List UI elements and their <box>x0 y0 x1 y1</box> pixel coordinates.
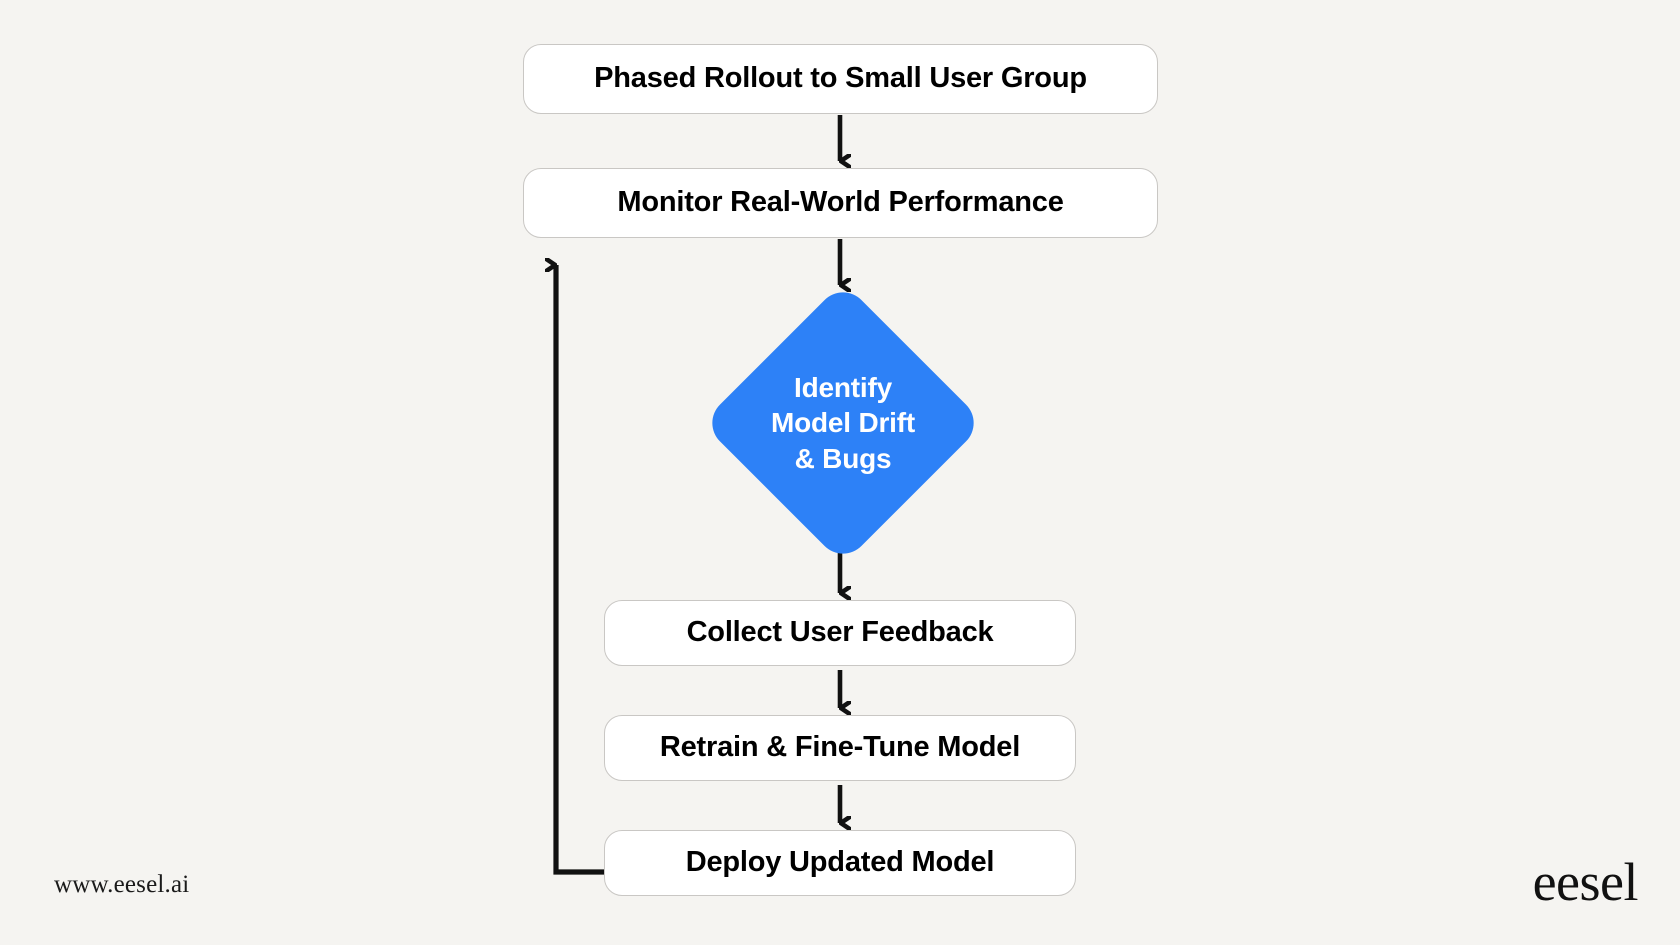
flow-node-label: Retrain & Fine-Tune Model <box>659 731 1021 764</box>
flow-node-deploy-updated-model[interactable]: Deploy Updated Model <box>604 830 1076 896</box>
flow-node-collect-user-feedback[interactable]: Collect User Feedback <box>604 600 1076 666</box>
flow-node-monitor-performance[interactable]: Monitor Real-World Performance <box>523 168 1158 238</box>
eesel-logo: eesel <box>1532 852 1639 912</box>
flow-node-label: Collect User Feedback <box>686 616 994 649</box>
flow-node-label: Monitor Real-World Performance <box>617 186 1064 219</box>
flow-node-label: Phased Rollout to Small User Group <box>594 62 1087 95</box>
flow-node-label: Identify Model Drift & Bugs <box>770 371 915 474</box>
footer-website-url: www.eesel.ai <box>54 871 190 898</box>
edge-deploy-to-monitor-loop <box>556 265 604 875</box>
flow-node-identify-model-drift[interactable]: Identify Model Drift & Bugs <box>701 281 985 565</box>
flow-node-label: Deploy Updated Model <box>685 846 995 879</box>
flow-node-retrain-fine-tune-model[interactable]: Retrain & Fine-Tune Model <box>604 715 1076 781</box>
flow-node-phased-rollout[interactable]: Phased Rollout to Small User Group <box>523 44 1158 114</box>
